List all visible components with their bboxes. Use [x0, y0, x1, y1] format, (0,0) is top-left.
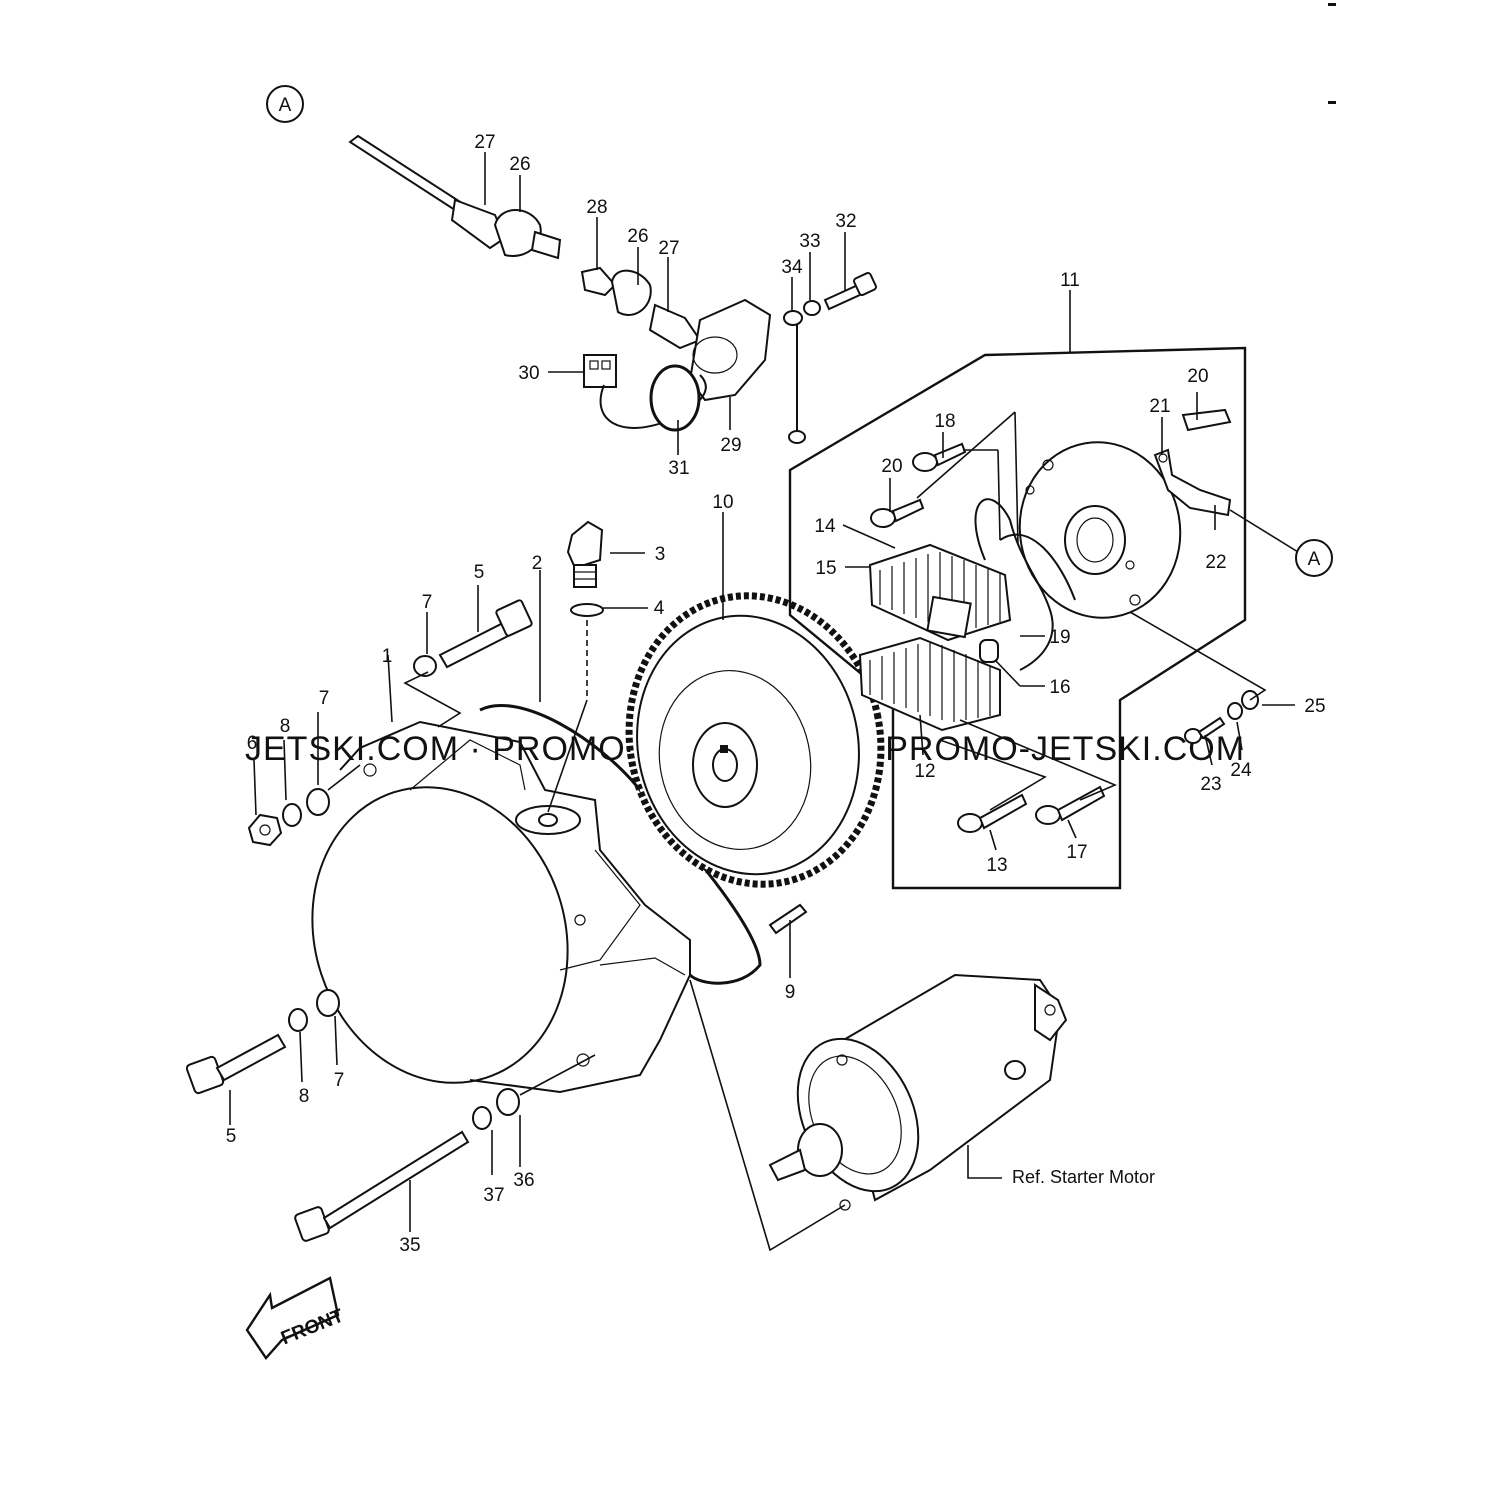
callout-14: 14 [814, 516, 836, 537]
callout-26-right: 26 [627, 226, 648, 247]
callout-26-left: 26 [509, 154, 530, 175]
bolt-5-lower [185, 1033, 287, 1095]
callout-33: 33 [799, 231, 820, 252]
callout-5-bottom: 5 [226, 1126, 237, 1147]
washer-36 [496, 1088, 520, 1116]
washer-7-upper [413, 655, 437, 677]
callout-27-left: 27 [474, 132, 495, 153]
callout-31: 31 [668, 458, 689, 479]
callout-7-mid: 7 [319, 688, 330, 709]
callout-28: 28 [586, 197, 607, 218]
bolt-35 [294, 1130, 470, 1242]
nut-6 [247, 813, 283, 847]
screw-20 [870, 498, 925, 528]
edge-tick [1328, 3, 1336, 6]
dowel-pin-9 [768, 903, 808, 935]
washer-7 [306, 788, 330, 816]
callout-5-top: 5 [474, 562, 485, 583]
callout-8-mid: 8 [280, 716, 291, 737]
screw-13 [957, 793, 1028, 833]
callout-3: 3 [655, 544, 666, 565]
circled-a-right: A [1295, 539, 1333, 577]
leader-lines [229, 152, 1299, 1232]
screw-17 [1035, 785, 1106, 825]
speed-sensor-connector [583, 354, 617, 388]
callout-20-left: 20 [881, 456, 902, 477]
svg-text:A: A [279, 95, 292, 116]
speedometer-shaft [348, 134, 562, 260]
screw-18 [912, 442, 967, 472]
callout-24: 24 [1230, 760, 1252, 781]
callout-32: 32 [835, 211, 856, 232]
starter-ref-leader [967, 1145, 1002, 1179]
callout-23: 23 [1200, 774, 1221, 795]
callout-12: 12 [914, 761, 935, 782]
callout-7-top: 7 [422, 592, 433, 613]
stator-assembly-outline [788, 346, 1247, 890]
callout-19: 19 [1049, 627, 1070, 648]
lock-washer-8-lower [288, 1008, 308, 1032]
generator-cover [311, 720, 691, 1094]
stator-wires [974, 498, 1054, 671]
callout-16: 16 [1049, 677, 1070, 698]
screw-23 [1184, 716, 1226, 744]
o-ring [570, 603, 604, 617]
callout-4: 4 [654, 598, 665, 619]
svg-text:A: A [1308, 549, 1321, 570]
callout-1: 1 [382, 646, 393, 667]
callout-labels: 1 2 3 4 5 6 7 7 8 5 8 7 9 10 11 12 13 14… [226, 132, 1326, 1256]
charging-coils-upper [868, 543, 1012, 642]
o-ring-31 [649, 364, 701, 432]
callout-27-right: 27 [658, 238, 679, 259]
lock-washer-37 [472, 1106, 492, 1130]
lock-washer-8 [282, 803, 302, 827]
callout-17: 17 [1066, 842, 1087, 863]
callout-29: 29 [720, 435, 741, 456]
callout-13: 13 [986, 855, 1007, 876]
bolt-5-upper [438, 599, 533, 669]
callout-6: 6 [247, 733, 258, 754]
callout-21: 21 [1149, 396, 1170, 417]
stator-plate [1018, 441, 1182, 619]
washer-7-lower [316, 989, 340, 1017]
oil-filler-plug [566, 520, 604, 588]
front-arrow-icon: FRONT [245, 1276, 347, 1360]
callout-37: 37 [483, 1185, 504, 1206]
edge-tick [1328, 101, 1336, 104]
callout-35: 35 [399, 1235, 420, 1256]
callout-10: 10 [712, 492, 733, 513]
callout-22: 22 [1205, 552, 1226, 573]
callout-9: 9 [785, 982, 796, 1003]
starter-ref-line [689, 979, 846, 1252]
ref-starter-motor-note: Ref. Starter Motor [1012, 1167, 1155, 1187]
callout-34: 34 [781, 257, 803, 278]
callout-7-bottom: 7 [334, 1070, 345, 1091]
callout-36: 36 [513, 1170, 534, 1191]
speedometer-gear-housing [580, 266, 772, 402]
washer-24 [1227, 702, 1243, 720]
callout-20-right: 20 [1187, 366, 1208, 387]
charging-coils-lower [858, 636, 1001, 732]
washer-33 [803, 300, 821, 316]
circled-a-top: A [266, 85, 304, 123]
bolt-32 [823, 272, 877, 311]
starter-motor [768, 973, 1068, 1211]
pickup-coil [1153, 408, 1232, 517]
callout-15: 15 [815, 558, 836, 579]
ground-lead [783, 310, 806, 444]
callout-30: 30 [518, 363, 539, 384]
callout-11: 11 [1060, 270, 1080, 291]
callout-25: 25 [1304, 696, 1325, 717]
callout-18: 18 [934, 411, 955, 432]
callout-2: 2 [532, 553, 543, 574]
callout-8-bottom: 8 [299, 1086, 310, 1107]
flywheel [625, 592, 885, 888]
